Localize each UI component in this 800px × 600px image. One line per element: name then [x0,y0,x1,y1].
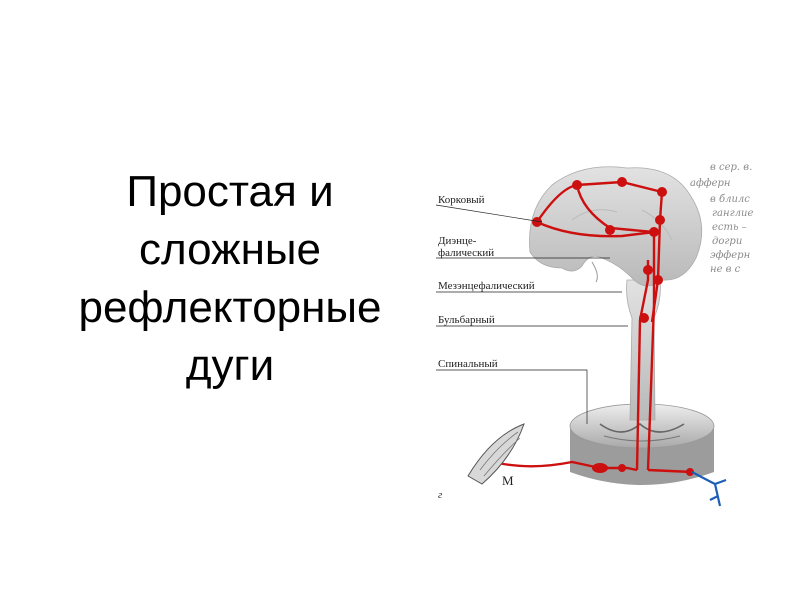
handwritten-note-7: эфферн [710,250,750,261]
handwritten-note-5: есть – [712,222,747,233]
title-line-2: сложные [139,225,321,274]
neuron-mesencephalic-2 [653,275,663,285]
title-line-4: дуги [185,341,275,390]
cortical-loop [536,180,664,223]
neuron-mesencephalic-1 [643,265,653,275]
level-label-bulbar: Бульбарный [438,314,495,326]
neuron-bulbar [639,313,649,323]
level-label-mesencephalic: Мезэнцефалический [438,280,535,292]
neuron-motor [686,468,694,476]
neuron-diencephalic-1 [605,225,615,235]
muscle-icon [467,423,525,485]
reflex-arc-figure: Корковый Диэнце- фалический Мезэнцефалич… [422,140,774,532]
neuron-cortical-4 [532,217,542,227]
muscle-label: М [502,473,514,488]
neuron-diencephalic-3 [649,227,659,237]
reflex-arc-diagram: Корковый Диэнце- фалический Мезэнцефалич… [435,162,753,507]
neuron-cortical-2 [617,177,627,187]
neuron-spinal [592,463,608,473]
handwritten-note-2: афферн [690,178,731,189]
title-line-1: Простая и [126,167,334,216]
panel-letter: г [438,489,443,501]
neuron-cells [532,177,694,476]
cortical-descending [575,184,656,471]
handwritten-note-3: в блилс [710,194,750,205]
neuron-cortical-1 [572,180,582,190]
level-label-diencephalic-line1: Диэнце- [438,235,477,247]
handwritten-note-4: ганглие [712,208,753,219]
handwritten-note-1: в сер. в. [710,162,752,173]
neuron-spinal-2 [618,464,626,472]
efferent-ending-icon [691,471,727,507]
spinal-interneuron [600,466,638,472]
handwritten-notes: в сер. в. афферн в блилс ганглие есть – … [690,162,753,275]
title-line-3: рефлекторные [78,283,382,332]
brain-outline [529,166,703,287]
efferent-fiber [647,468,693,474]
handwritten-note-8: не в с [710,264,741,275]
level-leader-lines [435,204,628,424]
diencephalic-loop [536,220,655,238]
level-label-spinal: Спинальный [438,358,498,370]
slide-title: Простая и сложные рефлекторные дуги [40,163,420,395]
level-label-cortical: Корковый [438,194,485,206]
neuron-diencephalic-2 [655,215,665,225]
handwritten-note-6: догри [712,236,742,247]
level-label-diencephalic-line2: фалический [438,247,494,259]
afferent-fiber [497,460,601,470]
neuron-cortical-3 [657,187,667,197]
